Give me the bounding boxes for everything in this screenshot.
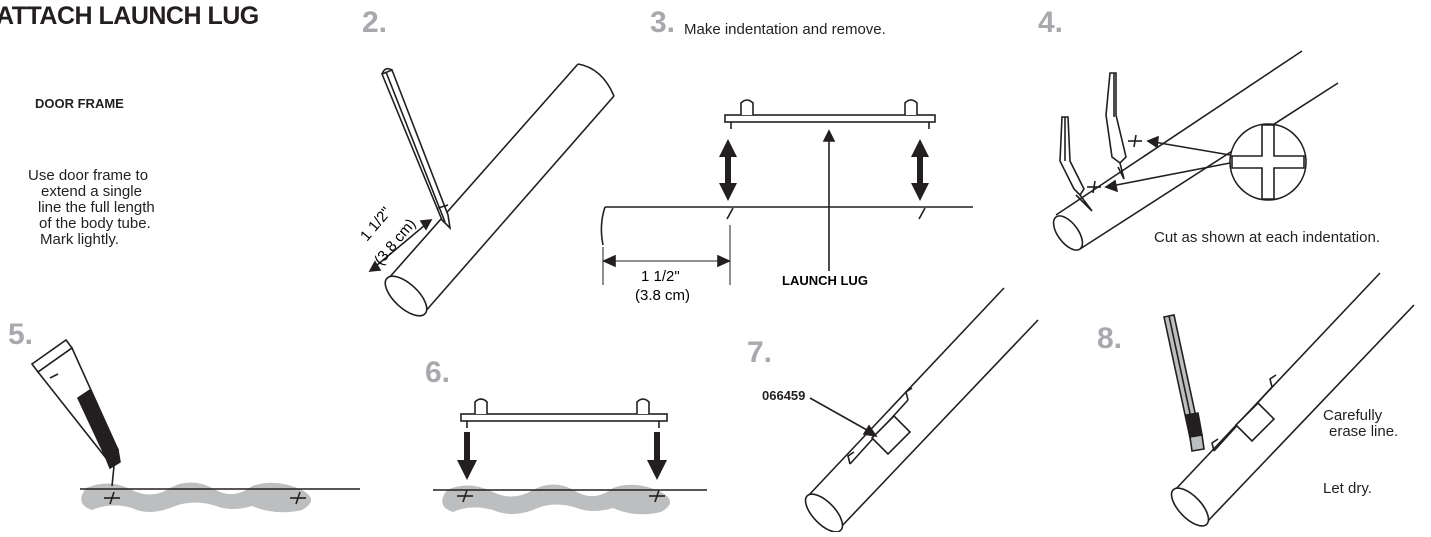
step1-line-5: Mark lightly. (40, 231, 119, 248)
step8-illustration (1163, 272, 1415, 527)
step5-number: 5. (8, 318, 34, 351)
body-tube-icon (1170, 272, 1415, 527)
part-number-label: 066459 (762, 388, 806, 403)
step4-caption: Cut as shown at each indentation. (1154, 229, 1380, 246)
launch-lug-label: LAUNCH LUG (782, 273, 868, 288)
body-tube-icon (804, 287, 1039, 532)
dimension-arrow (368, 219, 433, 272)
page-title: ATTACH LAUNCH LUG (0, 2, 259, 30)
step1-line-1: Use door frame to (28, 167, 149, 184)
step3-measure-metric: (3.8 cm) (635, 287, 690, 304)
step7-illustration (804, 287, 1039, 532)
step4-illustration (1052, 50, 1339, 251)
step2-number: 2. (362, 6, 388, 39)
step6-number: 6. (425, 356, 451, 389)
cross-cut-icon (1229, 123, 1307, 201)
step7-number: 7. (747, 336, 773, 369)
step8-instructions: Carefully erase line. (1323, 407, 1398, 440)
step4-number: 4. (1038, 6, 1064, 39)
down-arrows (457, 432, 667, 480)
glue-smear (81, 482, 311, 513)
step8-line-1: Carefully (1323, 407, 1383, 424)
hobby-knife-icon (1059, 72, 1127, 212)
launch-lug-icon (724, 99, 936, 129)
glue-tube-icon (30, 338, 121, 487)
step6-illustration (433, 398, 707, 515)
step1-instructions: Use door frame to extend a single line t… (28, 167, 155, 248)
step8-line-2: erase line. (1329, 423, 1399, 440)
glue-smear (442, 484, 670, 515)
step8-let-dry: Let dry. (1323, 480, 1372, 497)
eraser-pencil-icon (1163, 314, 1205, 452)
step8-number: 8. (1097, 322, 1123, 355)
part-label-sticker (870, 414, 912, 456)
step2-illustration: 1 1/2" (3.8 cm) (357, 63, 615, 317)
lift-arrows (719, 139, 929, 201)
step5-illustration (30, 338, 360, 513)
step3-number: 3. (650, 6, 676, 39)
step1-line-2: extend a single (41, 183, 142, 200)
launch-lug-icon (460, 398, 668, 428)
door-frame-label: DOOR FRAME (35, 96, 124, 111)
step3-illustration: 1 1/2" (3.8 cm) LAUNCH LUG (600, 99, 973, 304)
step1-line-4: of the body tube. (39, 215, 151, 232)
step3-caption: Make indentation and remove. (684, 21, 886, 38)
pencil-icon (380, 67, 452, 231)
body-tube-icon (384, 63, 615, 317)
step3-measure: 1 1/2" (641, 268, 680, 285)
step1-line-3: line the full length (38, 199, 155, 216)
